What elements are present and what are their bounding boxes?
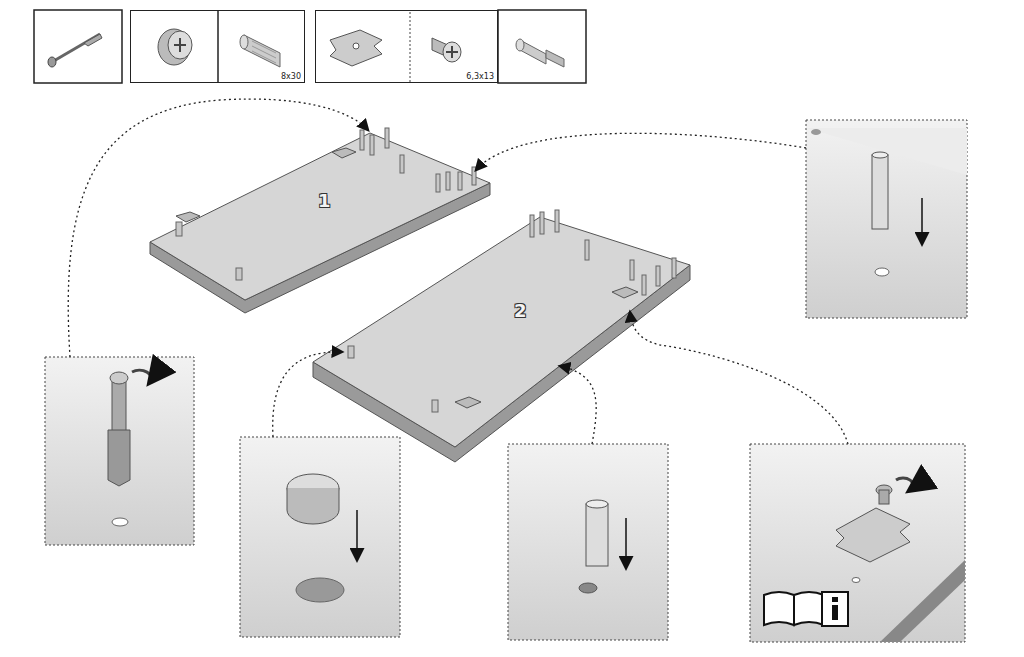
callout-cam	[240, 437, 400, 637]
callout-dowel	[508, 444, 668, 640]
callout-cam-bolt	[45, 357, 194, 545]
panel-number: 2	[514, 300, 527, 321]
size-label: 8x30	[281, 72, 301, 81]
part-box: 6,3x13	[315, 10, 498, 83]
callout-pin	[806, 120, 967, 318]
hinge-plate-icon	[330, 30, 382, 66]
screw-icon	[48, 34, 102, 67]
panel-number: 1	[318, 190, 331, 211]
dowel-icon	[240, 35, 280, 67]
pin-icon	[516, 39, 564, 67]
leader-lines	[68, 99, 848, 444]
euro-screw-icon	[432, 38, 461, 62]
manual-icon	[764, 592, 848, 626]
callout-hinge-plate	[750, 444, 965, 642]
cam-icon	[158, 29, 192, 65]
part-box	[34, 10, 122, 83]
panel-2	[313, 210, 690, 462]
size-label: 6,3x13	[466, 72, 494, 81]
part-box: 8x30	[130, 10, 305, 83]
part-box	[498, 10, 586, 83]
